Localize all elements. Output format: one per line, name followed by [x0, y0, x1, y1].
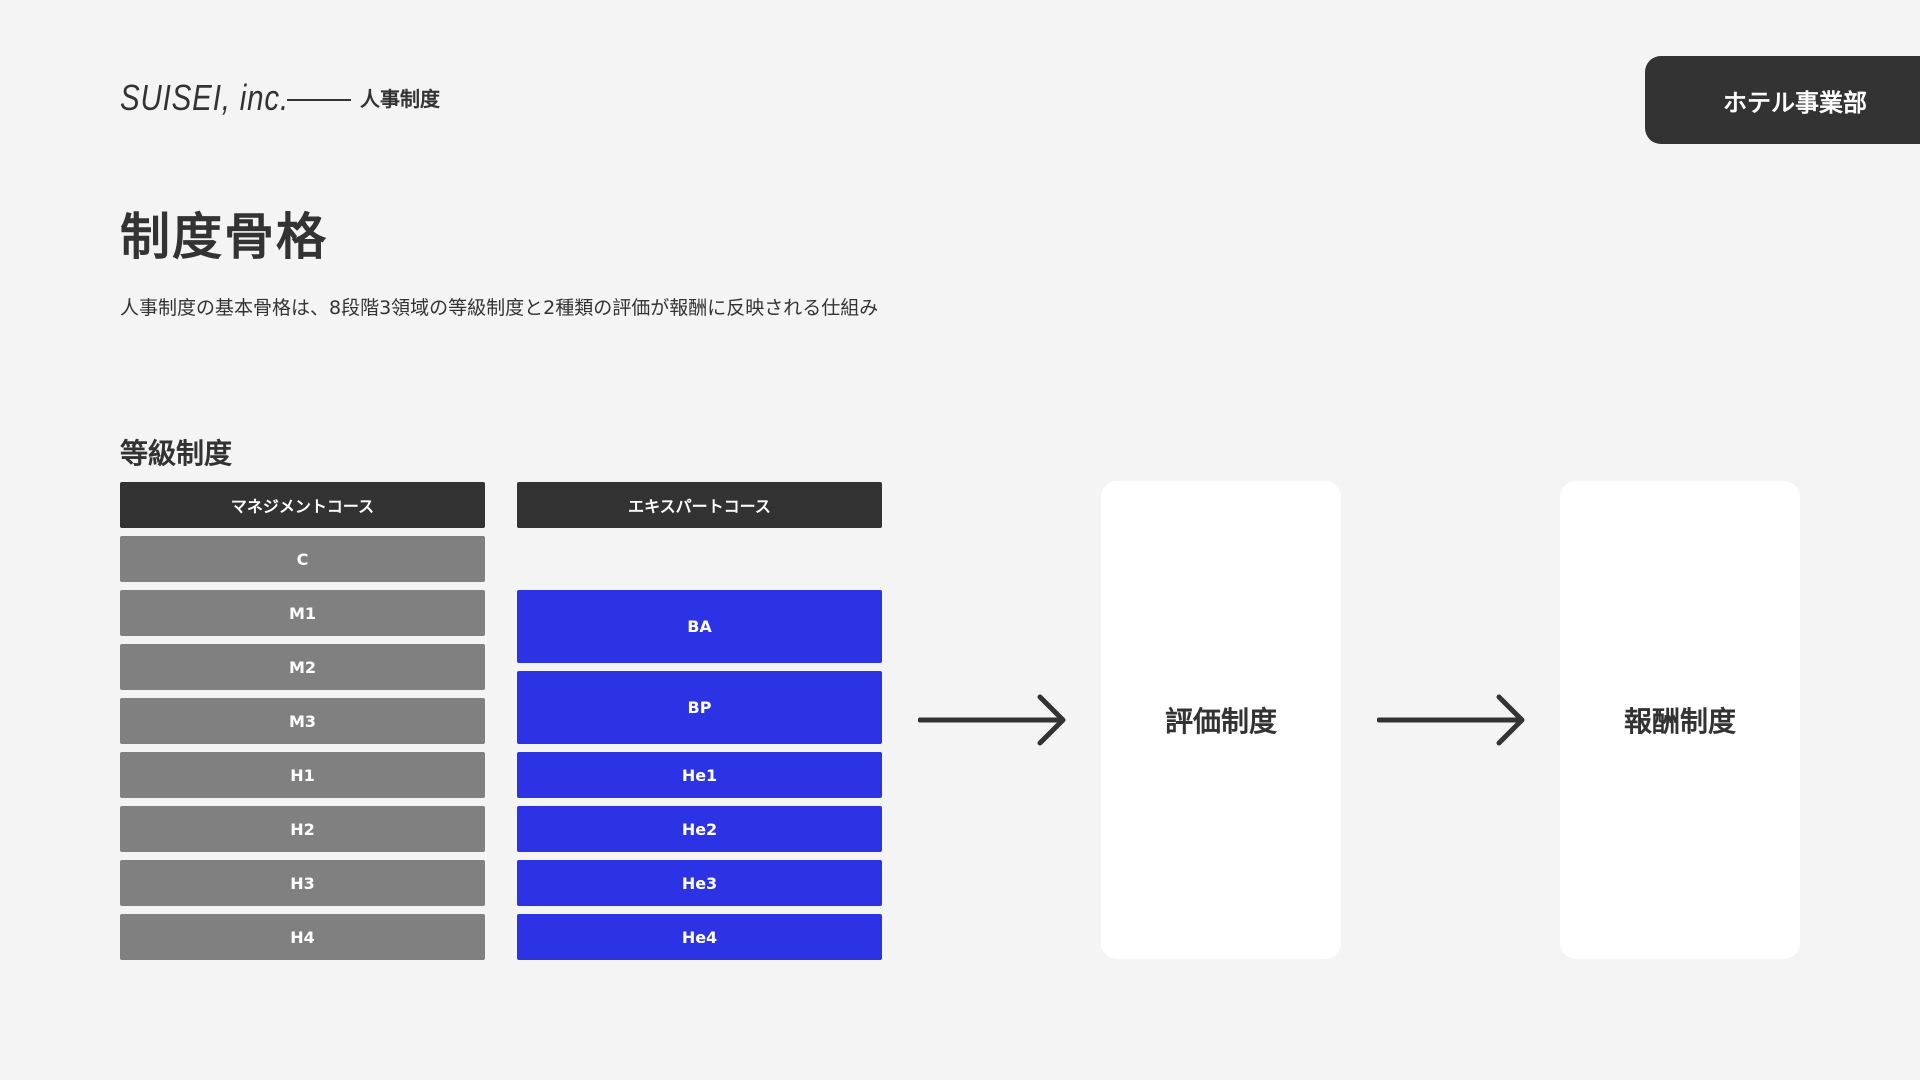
grade-level-he2: He2	[517, 806, 882, 852]
evaluation-system-label: 評価制度	[1164, 705, 1277, 738]
grade-level-h1: H1	[120, 752, 485, 798]
page-title: 制度骨格	[120, 208, 328, 266]
management-course-column: マネジメントコース C M1 M2 M3 H1 H2 H3 H4	[120, 482, 485, 962]
grade-level-c: C	[120, 536, 485, 582]
department-badge: ホテル事業部	[1645, 56, 1920, 144]
grade-level-ba: BA	[517, 590, 882, 663]
grade-level-he1: He1	[517, 752, 882, 798]
section-title-grade-system: 等級制度	[120, 437, 233, 470]
grade-level-h2: H2	[120, 806, 485, 852]
arrow-right-icon	[918, 694, 1066, 746]
logo-subtitle: 人事制度	[360, 87, 440, 111]
company-logo: SUISEI, inc.	[120, 77, 289, 118]
grade-level-h3: H3	[120, 860, 485, 906]
compensation-system-card: 報酬制度	[1560, 481, 1800, 959]
arrow-right-icon	[1377, 694, 1525, 746]
grade-level-bp: BP	[517, 671, 882, 744]
grade-level-m1: M1	[120, 590, 485, 636]
grade-level-m3: M3	[120, 698, 485, 744]
grade-level-m2: M2	[120, 644, 485, 690]
compensation-system-label: 報酬制度	[1623, 705, 1736, 738]
management-course-header: マネジメントコース	[120, 482, 485, 528]
page-subtitle: 人事制度の基本骨格は、8段階3領域の等級制度と2種類の評価が報酬に反映される仕組…	[120, 297, 879, 319]
expert-course-column: エキスパートコース BA BP He1 He2 He3 He4	[517, 482, 882, 962]
evaluation-system-card: 評価制度	[1101, 481, 1341, 959]
grade-level-he4: He4	[517, 914, 882, 960]
grade-level-h4: H4	[120, 914, 485, 960]
grade-level-he3: He3	[517, 860, 882, 906]
logo-divider	[287, 99, 351, 101]
expert-course-header: エキスパートコース	[517, 482, 882, 528]
